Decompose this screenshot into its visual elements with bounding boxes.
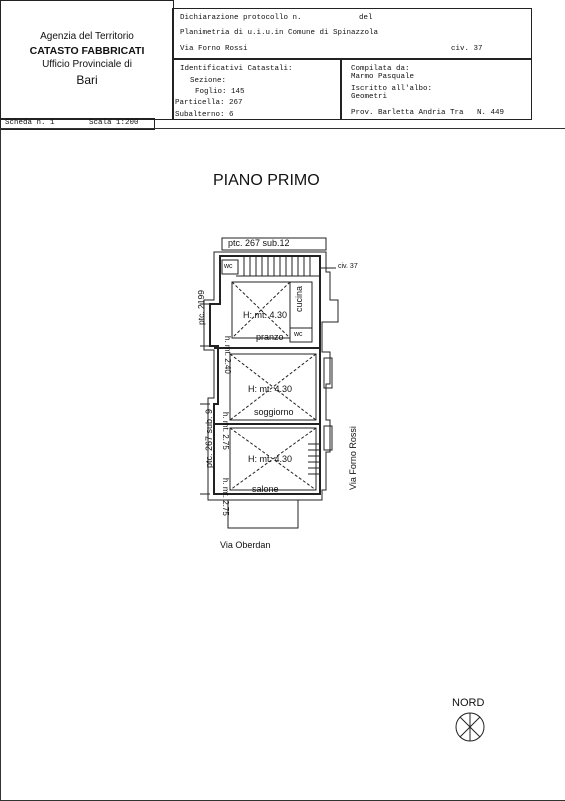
wc-room-1 <box>221 259 239 275</box>
street-label-right: Via Forno Rossi <box>348 426 358 490</box>
plan-title: PIANO PRIMO <box>213 172 320 189</box>
soggiorno-height: H: mt. 4.30 <box>248 384 293 394</box>
sheet-number: Scheda n. 1 <box>5 119 55 127</box>
address-text: Via Forno Rossi <box>180 45 248 53</box>
window-1 <box>323 357 333 389</box>
room-soggiorno <box>229 353 317 421</box>
wc-label-1: wc <box>224 263 233 270</box>
street-label-bottom: Via Oberdan <box>220 540 271 550</box>
protocol-block: Dichiarazione protocollo n. del Planimet… <box>172 8 532 60</box>
north-arrow-icon <box>455 712 485 742</box>
inner-walls <box>209 255 321 495</box>
side-stair <box>308 443 320 475</box>
identifiers-title: Identificativi Catastali: <box>180 65 293 73</box>
pranzo-label: pranzo <box>256 332 284 342</box>
compiler-block: Compilata da: Marmo Pasquale Iscritto al… <box>340 58 532 120</box>
soggiorno-side-height: h. mt. 2.75 <box>221 412 230 450</box>
neighbour-label-top: ptc. 267 sub.12 <box>228 238 290 248</box>
agency-name: Agenzia del Territorio <box>40 31 134 42</box>
compiled-by-label: Compilata da: <box>351 65 410 73</box>
balcony <box>227 499 299 529</box>
identifiers-block: Identificativi Catastali: Sezione: Fogli… <box>172 58 342 120</box>
sezione-field: Sezione: <box>190 77 227 85</box>
foglio-field: Foglio: 145 <box>195 88 245 96</box>
protocol-label: Dichiarazione protocollo n. <box>180 14 302 22</box>
salone-side-height: h. mt. 2.75 <box>221 478 230 516</box>
wc-room-2 <box>289 327 313 343</box>
scale-label: Scala 1:200 <box>89 119 139 127</box>
cadastre-name: CATASTO FABBRICATI <box>29 45 145 57</box>
building-outline <box>203 251 339 501</box>
stair-hatching <box>236 256 320 277</box>
salone-height: H: mt. 4.30 <box>248 454 293 464</box>
neighbour-label-sub9: ptc. 267 sub. 9 <box>204 408 214 468</box>
protocol-date-label: del <box>359 14 373 22</box>
neighbour-strip <box>221 237 327 251</box>
window-2 <box>323 425 333 451</box>
office-city: Bari <box>76 73 98 87</box>
planimetria-text: Planimetria di u.i.u.in Comune di Spinaz… <box>180 29 379 37</box>
wc-label-2: wc <box>294 331 303 338</box>
neighbour-label-left: ptc. 2199 <box>196 290 206 325</box>
room-salone <box>229 427 317 491</box>
province-label: Prov. Barletta Andria Tra <box>351 109 464 117</box>
north-label: NORD <box>452 697 485 709</box>
civic-number: civ. 37 <box>451 45 483 53</box>
soggiorno-label: soggiorno <box>254 407 294 417</box>
sheet-info: Scheda n. 1 Scala 1:200 <box>0 118 155 130</box>
cucina-label: cucina <box>294 285 304 312</box>
compiler-name: Marmo Pasquale <box>351 73 415 81</box>
civic-label: civ. 37 <box>338 263 358 270</box>
subalterno-field: Subalterno: 6 <box>175 111 234 119</box>
office-name: Ufficio Provinciale di <box>42 59 132 70</box>
register-name: Geometri <box>351 93 388 101</box>
register-label: Iscritto all'albo: <box>351 85 433 93</box>
particella-field: Particella: 267 <box>175 99 243 107</box>
agency-block: Agenzia del Territorio CATASTO FABBRICAT… <box>0 0 174 120</box>
salone-label: salone <box>252 484 279 494</box>
register-number: N. 449 <box>477 109 505 117</box>
pranzo-side-height: h. mt. 2.40 <box>223 336 232 374</box>
pranzo-height: H: mt. 4.30 <box>243 310 288 320</box>
